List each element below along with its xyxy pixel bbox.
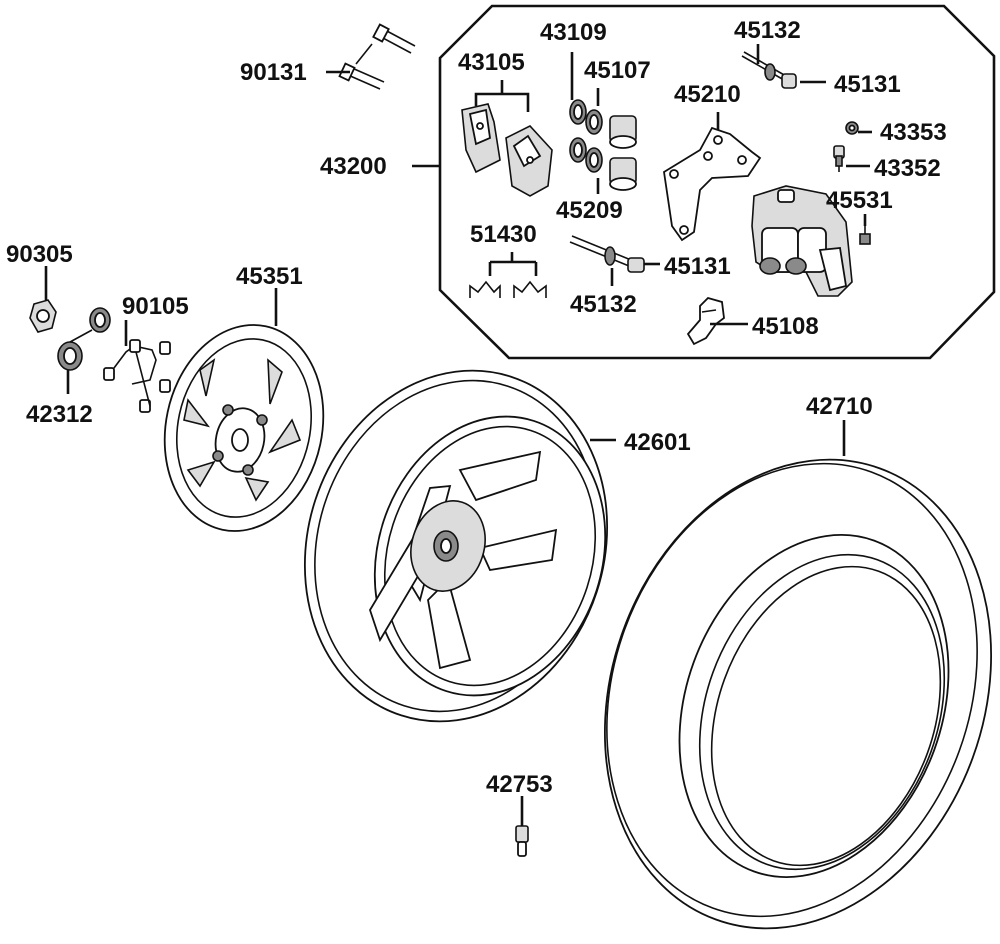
label-45132-mid: 45132 xyxy=(570,291,637,318)
label-43200: 43200 xyxy=(320,153,387,180)
pin-screw-mid-illustration xyxy=(569,235,645,286)
tire-42710-illustration xyxy=(604,458,992,930)
label-45131-top: 45131 xyxy=(834,71,901,98)
label-43109: 43109 xyxy=(540,19,607,46)
label-43352: 43352 xyxy=(874,155,941,182)
label-45107: 45107 xyxy=(584,57,651,84)
label-45531: 45531 xyxy=(826,187,893,214)
axle-nut-90305-illustration xyxy=(29,299,57,333)
label-43353: 43353 xyxy=(880,119,947,146)
brake-disc-45351-illustration xyxy=(163,324,325,532)
leader-lines xyxy=(44,52,872,826)
label-43105: 43105 xyxy=(458,49,525,76)
valve-42753-illustration xyxy=(515,825,529,857)
label-45131-mid: 45131 xyxy=(664,253,731,280)
seals-pistons-illustration xyxy=(569,99,637,191)
label-90131: 90131 xyxy=(240,59,307,86)
label-42601: 42601 xyxy=(624,429,691,456)
bolt-90131-illustration xyxy=(338,23,416,90)
label-51430: 51430 xyxy=(470,221,537,248)
caliper-body-illustration xyxy=(751,185,853,297)
label-45132-top: 45132 xyxy=(734,17,801,44)
bleeder-screw-illustration xyxy=(833,121,859,172)
label-45351: 45351 xyxy=(236,263,303,290)
label-42710: 42710 xyxy=(806,393,873,420)
caliper-bracket-45210-illustration xyxy=(663,126,762,242)
label-42753: 42753 xyxy=(486,771,553,798)
pin-screw-top-illustration xyxy=(741,44,797,89)
label-45210: 45210 xyxy=(674,81,741,108)
caliper-kit-outline xyxy=(438,4,996,360)
label-42312: 42312 xyxy=(26,401,93,428)
label-90305: 90305 xyxy=(6,241,73,268)
label-90105: 90105 xyxy=(122,293,189,320)
label-45108: 45108 xyxy=(752,313,819,340)
disc-bolts-90105-illustration xyxy=(103,339,171,413)
spring-clip-51430-illustration xyxy=(469,252,547,298)
brake-pads-43105-illustration xyxy=(461,103,553,197)
collar-42312-illustration xyxy=(57,307,111,371)
pad-spring-45108-illustration xyxy=(686,296,725,346)
wheel-rim-42601-illustration xyxy=(303,369,609,723)
label-45209: 45209 xyxy=(556,197,623,224)
